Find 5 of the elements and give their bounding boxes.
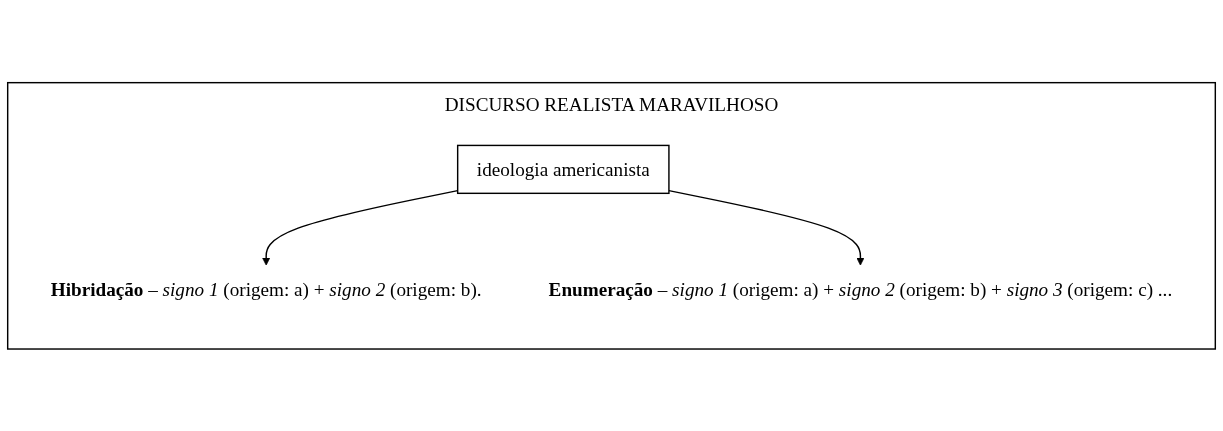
- node-text: Hibridação – signo 1 (origem: a) + signo 2 (origem: b).: [50, 278, 482, 300]
- node-box: ideologia americanista: [456, 144, 670, 194]
- arrow: [668, 189, 865, 266]
- arrow: [261, 189, 459, 266]
- node-text: Enumeração – signo 1 (origem: a) + signo 2 (origem: b) + signo 3 (origem: c) ...: [548, 278, 1173, 300]
